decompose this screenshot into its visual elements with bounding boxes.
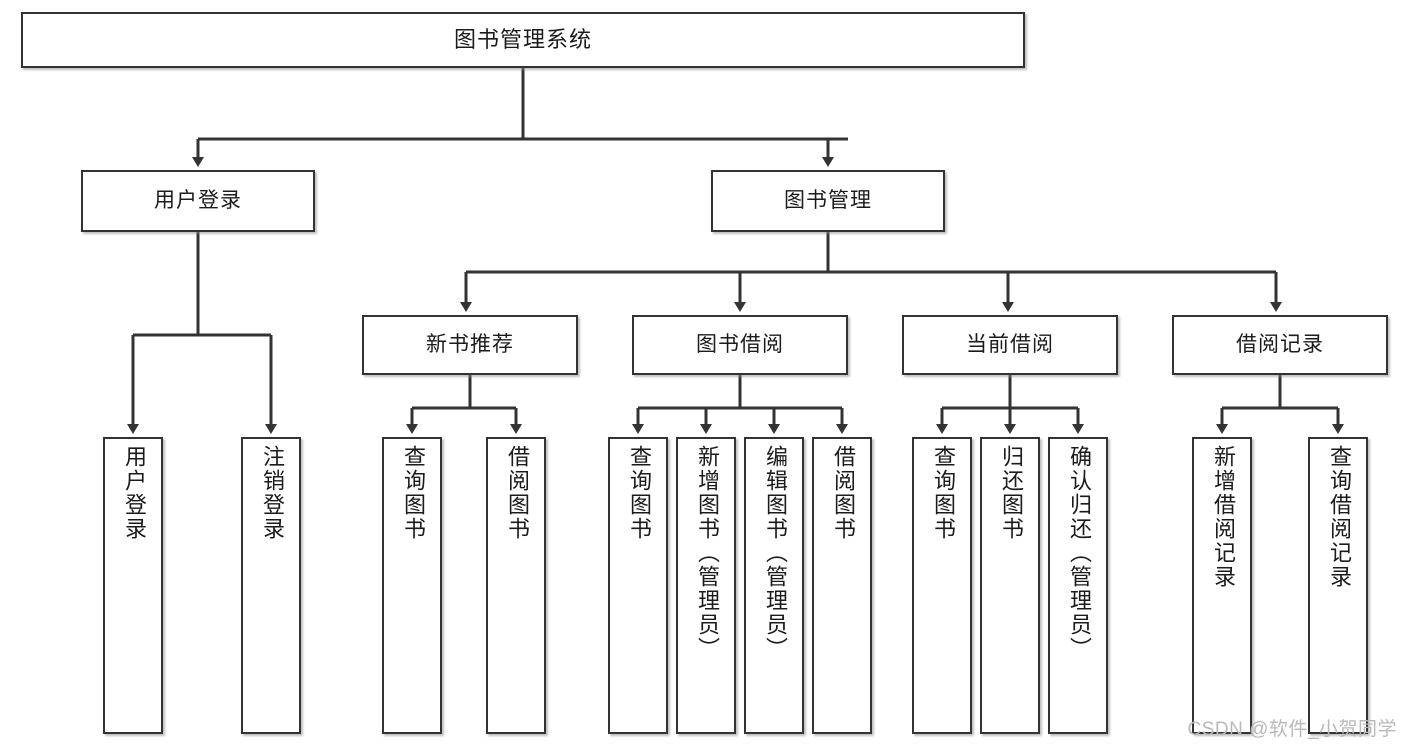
node-leaf-logout[interactable]: 注销登录 — [241, 437, 301, 734]
node-current-borrow-label: 当前借阅 — [966, 333, 1054, 357]
node-leaf-borrow-book-2-label: 借阅图书 — [831, 445, 856, 541]
node-user-login[interactable]: 用户登录 — [81, 170, 315, 232]
node-book-borrow-label: 图书借阅 — [696, 333, 784, 357]
node-user-login-label: 用户登录 — [154, 189, 242, 213]
node-leaf-borrow-book-2[interactable]: 借阅图书 — [812, 437, 872, 734]
node-leaf-confirm-return-admin-label: 确认归还（管理员） — [1067, 445, 1092, 661]
node-leaf-user-login-label: 用户登录 — [122, 445, 147, 541]
node-leaf-query-book-2[interactable]: 查询图书 — [608, 437, 668, 734]
node-leaf-query-book-2-label: 查询图书 — [627, 445, 652, 541]
node-leaf-logout-label: 注销登录 — [260, 445, 285, 541]
node-book-borrow[interactable]: 图书借阅 — [632, 315, 848, 375]
node-book-management[interactable]: 图书管理 — [711, 170, 945, 232]
node-leaf-query-book-3[interactable]: 查询图书 — [912, 437, 972, 734]
node-leaf-borrow-book-1-label: 借阅图书 — [505, 445, 530, 541]
node-leaf-add-borrow-record-label: 新增借阅记录 — [1211, 445, 1236, 589]
node-leaf-return-book-label: 归还图书 — [999, 445, 1024, 541]
node-leaf-add-book-admin[interactable]: 新增图书（管理员） — [676, 437, 736, 734]
node-leaf-add-book-admin-label: 新增图书（管理员） — [695, 445, 720, 661]
node-new-book-recommend-label: 新书推荐 — [426, 333, 514, 357]
node-leaf-confirm-return-admin[interactable]: 确认归还（管理员） — [1048, 437, 1108, 734]
node-leaf-return-book[interactable]: 归还图书 — [980, 437, 1040, 734]
node-root-system-label: 图书管理系统 — [453, 26, 592, 52]
node-root-system[interactable]: 图书管理系统 — [21, 12, 1025, 68]
node-new-book-recommend[interactable]: 新书推荐 — [362, 315, 578, 375]
node-leaf-query-borrow-record-label: 查询借阅记录 — [1327, 445, 1352, 589]
csdn-watermark: CSDN @软件_小贺同学 — [1187, 719, 1397, 740]
node-leaf-user-login[interactable]: 用户登录 — [103, 437, 163, 734]
node-borrow-record-label: 借阅记录 — [1236, 333, 1324, 357]
node-leaf-edit-book-admin[interactable]: 编辑图书（管理员） — [744, 437, 804, 734]
node-borrow-record[interactable]: 借阅记录 — [1172, 315, 1388, 375]
node-leaf-edit-book-admin-label: 编辑图书（管理员） — [763, 445, 788, 661]
node-current-borrow[interactable]: 当前借阅 — [902, 315, 1118, 375]
node-leaf-borrow-book-1[interactable]: 借阅图书 — [486, 437, 546, 734]
node-leaf-query-borrow-record[interactable]: 查询借阅记录 — [1308, 437, 1368, 734]
node-leaf-query-book-1[interactable]: 查询图书 — [382, 437, 442, 734]
node-leaf-query-book-3-label: 查询图书 — [931, 445, 956, 541]
node-leaf-add-borrow-record[interactable]: 新增借阅记录 — [1192, 437, 1252, 734]
node-book-management-label: 图书管理 — [784, 189, 872, 213]
node-leaf-query-book-1-label: 查询图书 — [401, 445, 426, 541]
